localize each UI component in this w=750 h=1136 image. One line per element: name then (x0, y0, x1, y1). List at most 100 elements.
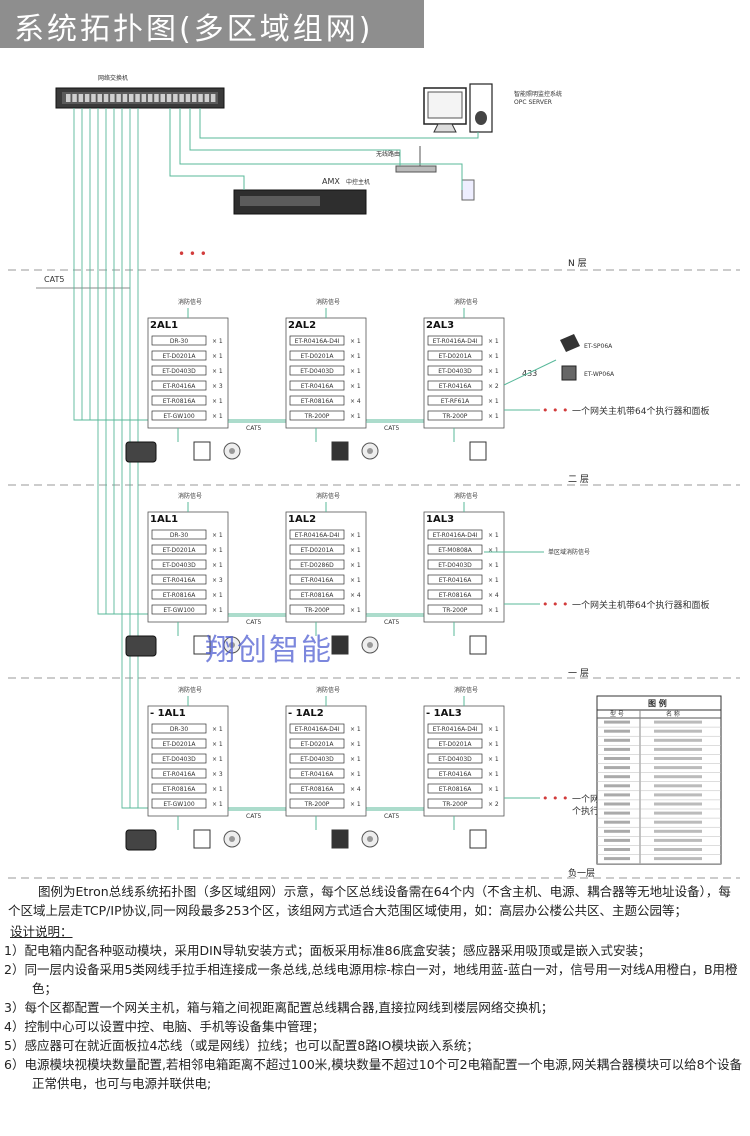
device-module (151, 738, 207, 749)
device-module (427, 559, 483, 570)
device-qty: × 1 (212, 368, 223, 375)
notes-heading: 设计说明： (10, 924, 73, 939)
cat5-bus-label: CAT5 (246, 813, 261, 820)
note-item: 5）感应器可在就近面板拉4芯线（或是网线）拉线；也可以配置8路IO模块嵌入系统； (4, 1038, 479, 1053)
device-qty: × 4 (488, 592, 499, 599)
device-module (289, 410, 345, 421)
device-qty: × 1 (488, 786, 499, 793)
device-qty: × 4 (350, 786, 361, 793)
legend-title: 图 例 (648, 698, 667, 708)
device-model: DR-30 (170, 532, 189, 539)
device-module (289, 783, 345, 794)
phone-icon (461, 179, 475, 201)
device-module (427, 783, 483, 794)
design-notes: 图例为Etron总线系统拓扑图（多区域组网）示意，每个区总线设备需在64个内（不… (0, 882, 750, 1093)
switch-port (129, 94, 134, 102)
legend-row (654, 848, 702, 851)
more-dots: • • • (542, 598, 568, 611)
zone-name: 1AL1 (150, 514, 178, 525)
device-module (151, 604, 207, 615)
device-module (151, 723, 207, 734)
legend-row (654, 802, 702, 806)
note-item: 6）电源模块视模块数量配置,若相邻电箱距离不超过100米,模块数量不超过10个可… (4, 1057, 743, 1091)
device-model: ET-D0286D (300, 562, 334, 569)
device-model: ET-D0403D (300, 368, 334, 375)
device-qty: × 1 (212, 726, 223, 733)
device-model: ET-R0416A-D4I (295, 726, 340, 733)
sensor-icon (229, 448, 235, 454)
device-model: ET-R0816A (439, 786, 473, 793)
device-qty: × 1 (350, 383, 361, 390)
legend-row (604, 775, 630, 779)
legend-row (604, 829, 630, 833)
legend-row (604, 766, 630, 770)
device-qty: × 1 (488, 577, 499, 584)
device-qty: × 3 (212, 577, 223, 584)
device-qty: × 1 (488, 532, 499, 539)
sensor-icon (367, 448, 373, 454)
sensor-icon (367, 642, 373, 648)
legend-row (654, 757, 702, 760)
device-model: ET-R0816A (163, 786, 197, 793)
device-model: ET-R0816A (301, 786, 335, 793)
device-model: ET-M0808A (438, 547, 473, 554)
device-qty: × 1 (212, 756, 223, 763)
device-model: ET-D0201A (300, 741, 334, 748)
device-module (151, 753, 207, 764)
device-module (427, 544, 483, 555)
device-qty: × 1 (488, 726, 499, 733)
device-model: ET-RF61A (441, 398, 470, 405)
device-model: ET-D0403D (438, 756, 472, 763)
switch-port (204, 94, 210, 102)
device-module (151, 365, 207, 376)
device-model: ET-R0416A-D4I (295, 532, 340, 539)
device-qty: × 1 (212, 562, 223, 569)
switch-port (84, 94, 90, 102)
legend-row (654, 857, 702, 861)
fire-signal-label: 消防信号 (316, 298, 340, 306)
note-item: 3）每个区都配置一个网关主机，箱与箱之间视距离配置总线耦合器,直接拉网线到楼层网… (4, 1000, 554, 1015)
device-qty: × 1 (212, 413, 223, 420)
device-model: TR-200P (442, 801, 468, 808)
device-qty: × 1 (350, 562, 361, 569)
device-module (151, 798, 207, 809)
device-model: ET-D0403D (438, 368, 472, 375)
device-model: ET-GW100 (163, 801, 195, 808)
device-module (151, 410, 207, 421)
cat5-label: CAT5 (44, 275, 64, 284)
device-module (427, 350, 483, 361)
device-module (427, 589, 483, 600)
floor-label-b1: 负一层 (568, 867, 595, 879)
device-module (289, 574, 345, 585)
device-model: ET-D0403D (162, 562, 196, 569)
device-qty: × 1 (350, 741, 361, 748)
wireless-router-icon (395, 146, 437, 173)
device-model: TR-200P (304, 801, 330, 808)
device-module (289, 544, 345, 555)
device-model: TR-200P (442, 413, 468, 420)
device-model: ET-R0416A-D4I (295, 338, 340, 345)
switch-port (179, 94, 184, 102)
device-module (151, 529, 207, 540)
switch-port (78, 94, 84, 102)
switch-port (97, 94, 102, 102)
device-model: ET-R0816A (163, 592, 197, 599)
legend-row (654, 838, 702, 842)
device-model: ET-D0201A (162, 547, 196, 554)
device-qty: × 4 (350, 398, 361, 405)
device-qty: × 1 (488, 547, 499, 554)
switch-label: 网络交换机 (98, 74, 128, 82)
switch-port (122, 94, 128, 102)
legend-col-model: 型 号 (610, 710, 624, 718)
legend-row (604, 757, 630, 760)
device-module (289, 529, 345, 540)
device-model: ET-D0201A (300, 547, 334, 554)
legend-row (604, 811, 630, 815)
wall-panel-icon (469, 441, 487, 461)
device-module (289, 335, 345, 346)
device-model: ET-R0416A (301, 383, 335, 390)
device-module (427, 380, 483, 391)
router-label: 无线路由 (376, 150, 400, 158)
device-module (151, 350, 207, 361)
wall-panel-icon (331, 829, 349, 849)
